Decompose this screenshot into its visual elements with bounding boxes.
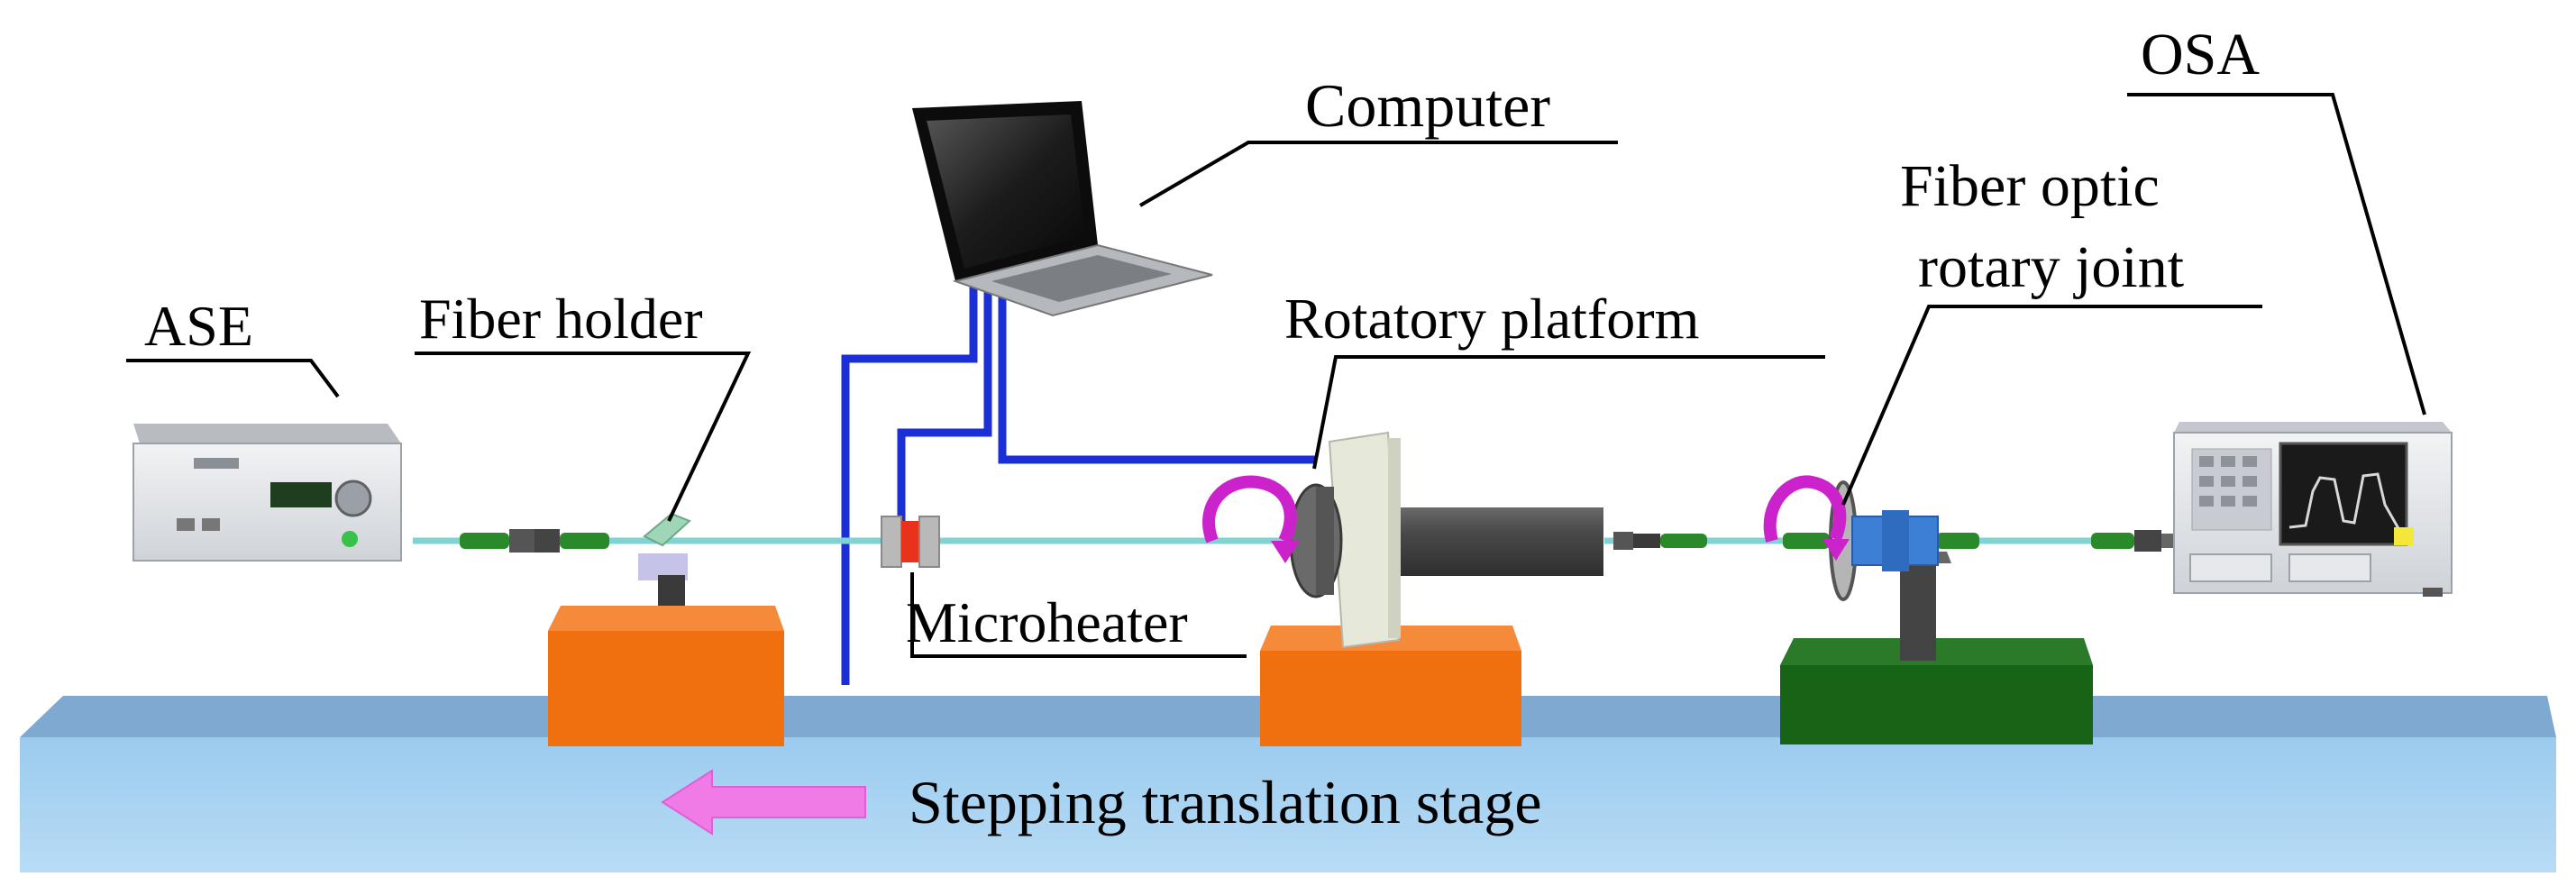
ase-device [132,424,402,562]
label-computer: Computer [1305,71,1550,140]
connector-rotary-joint-left [1783,533,1830,549]
cable-to-stage [841,287,978,685]
ase-display [270,482,332,507]
leader-rotatory-platform [1312,355,1825,470]
osa-indicator [2394,527,2414,545]
cable-to-microheater [897,287,992,525]
rotating-cylinder [1401,507,1603,576]
label-ase: ASE [144,294,253,358]
rotation-arrow-left-head [1271,541,1300,563]
microheater-left [881,516,902,568]
label-microheater: Microheater [906,590,1188,654]
stage-front-face [20,737,2556,872]
leader-lines [126,93,2426,658]
center-orange-block [1260,651,1521,746]
microheater-right [918,516,940,568]
label-stepping-translation-stage: Stepping translation stage [909,768,1542,836]
osa-drive-slot-2 [2288,553,2371,582]
osa-drive-slot-1 [2189,553,2272,582]
laptop-screen [927,114,1085,269]
rotatory-mount-plate [1328,431,1401,649]
leader-computer [1138,141,1618,207]
ase-key-1 [177,518,195,531]
label-osa: OSA [2141,22,2260,87]
connector-ase-output [460,529,609,553]
connector-rotary-joint-out [1936,533,1979,549]
rotation-arrow-right-icon [1763,475,1847,543]
left-block-top [548,606,784,631]
fiber-connectors [460,529,2181,553]
leader-fiber-holder [415,352,752,522]
control-cables [841,287,1316,685]
right-block-top [1780,638,2093,665]
label-rotatory-platform: Rotatory platform [1284,287,1699,351]
rotatory-mount-side [1388,438,1401,638]
leader-microheater [910,572,1247,658]
ase-label-plate [194,458,239,469]
left-orange-block [548,631,784,746]
label-fiber-holder: Fiber holder [419,287,703,351]
osa-screen [2279,442,2408,546]
green-block [1780,665,2093,744]
rotatory-disc-hub [1316,487,1334,595]
osa-spectrum-trace [2288,472,2401,531]
rotary-joint-post [1900,563,1936,661]
fiber-holder-clamp [643,512,691,547]
rotary-joint-collar [1882,510,1909,571]
laptop-keyboard [991,255,1172,302]
rotation-arrow-left-icon [1202,475,1297,544]
connector-osa-input [2091,530,2181,552]
leader-osa [2127,93,2426,416]
laptop-computer [912,101,1213,317]
label-fiber-optic-line2: rotary joint [1918,234,2184,300]
osa-keypad-buttons [2199,456,2257,507]
cable-to-rotatory-platform [998,287,1316,464]
ase-top [133,424,401,443]
stage-direction-arrow [661,769,866,836]
fiber-holder-assembly [548,512,784,746]
ase-knob [334,480,372,517]
osa-top [2174,422,2452,433]
osa-foot [2423,588,2443,597]
connector-rotary-joint-in [1613,532,1707,550]
osa-device [2173,422,2453,597]
ase-power-indicator [342,531,358,547]
label-fiber-optic-line1: Fiber optic [1900,153,2160,219]
rotatory-platform-assembly [1202,431,1603,746]
leader-fiber-optic-rotary-joint [1841,305,2262,506]
ase-key-2 [202,518,220,531]
labels: ASE Fiber holder Computer Rotatory platf… [144,22,2260,836]
rotation-arrow-right-head [1822,539,1850,561]
microheater [881,516,940,568]
microheater-core [901,521,919,562]
leader-ase [126,359,340,398]
fiber-optic-rotary-joint [1763,475,2093,744]
